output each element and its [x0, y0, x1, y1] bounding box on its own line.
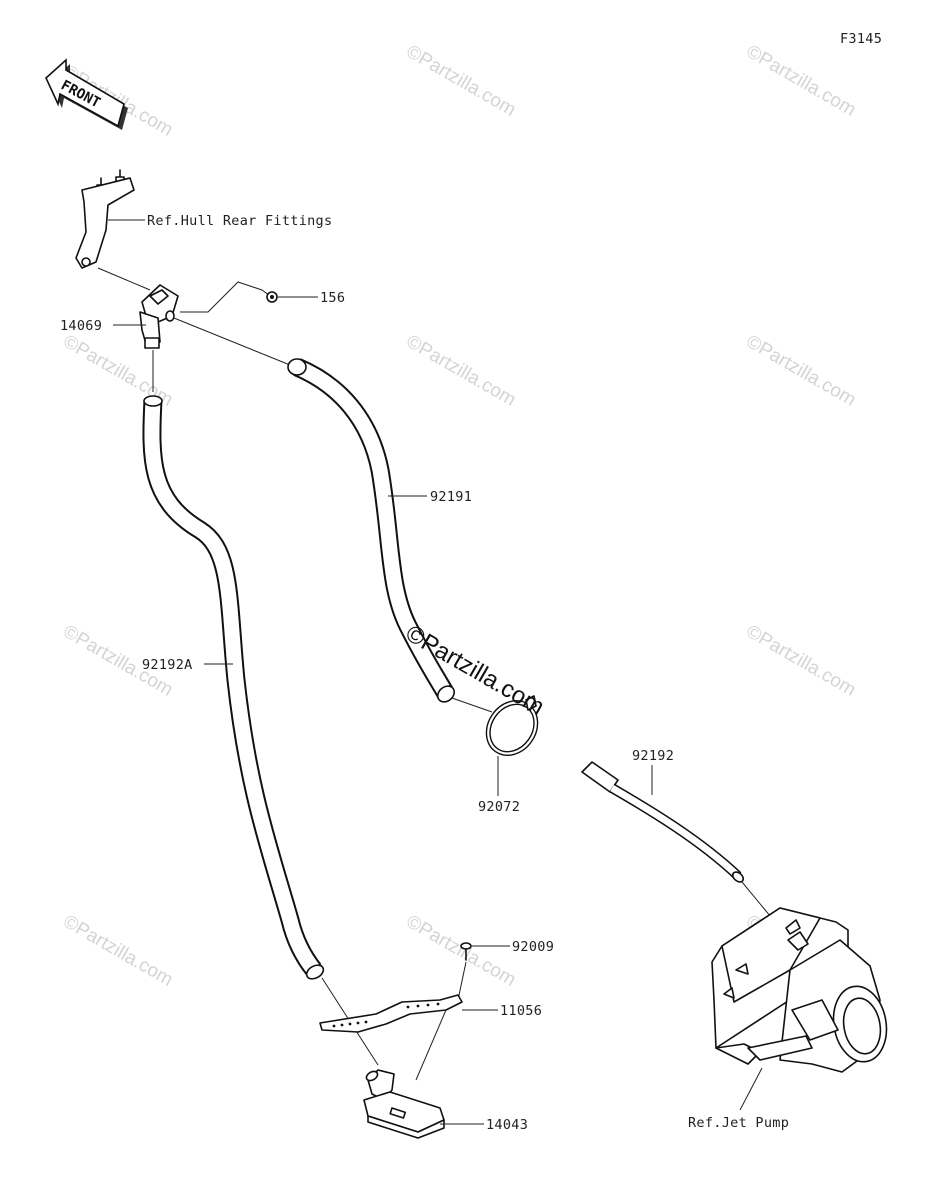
screw-92009	[460, 942, 472, 961]
watermark: ©Partzilla.com	[403, 911, 520, 991]
label-92192: 92192	[632, 748, 674, 764]
label-92191: 92191	[430, 489, 472, 505]
label-14069: 14069	[60, 318, 102, 334]
watermark: ©Partzilla.com	[743, 331, 860, 411]
watermark: ©Partzilla.com	[743, 621, 860, 701]
label-156: 156	[320, 290, 345, 306]
watermark: ©Partzilla.com	[60, 911, 177, 991]
label-92192A: 92192A	[142, 657, 193, 673]
watermark: ©Partzilla.com	[403, 331, 520, 411]
connector-fitting-14069	[139, 284, 179, 349]
fitting-14043	[363, 1069, 445, 1139]
figure-code: F3145	[840, 31, 882, 47]
jet-pump	[711, 907, 888, 1073]
label-14043: 14043	[486, 1117, 528, 1133]
label-92072: 92072	[478, 799, 520, 815]
bracket-11056	[319, 994, 463, 1033]
label-hull-rear-fittings: Ref.Hull Rear Fittings	[147, 213, 332, 229]
watermark: ©Partzilla.com	[403, 41, 520, 121]
label-jet-pump: Ref.Jet Pump	[688, 1115, 789, 1131]
hose-92192	[581, 761, 745, 883]
hose-92191	[287, 358, 456, 703]
watermark: ©Partzilla.com	[743, 41, 860, 121]
hose-92192A	[142, 395, 325, 980]
hull-rear-fitting-bracket	[75, 169, 135, 269]
nut-156	[266, 291, 278, 303]
front-arrow-icon: FRONT	[45, 58, 128, 130]
clamp-92072	[485, 695, 539, 756]
label-11056: 11056	[500, 1003, 542, 1019]
label-92009: 92009	[512, 939, 554, 955]
